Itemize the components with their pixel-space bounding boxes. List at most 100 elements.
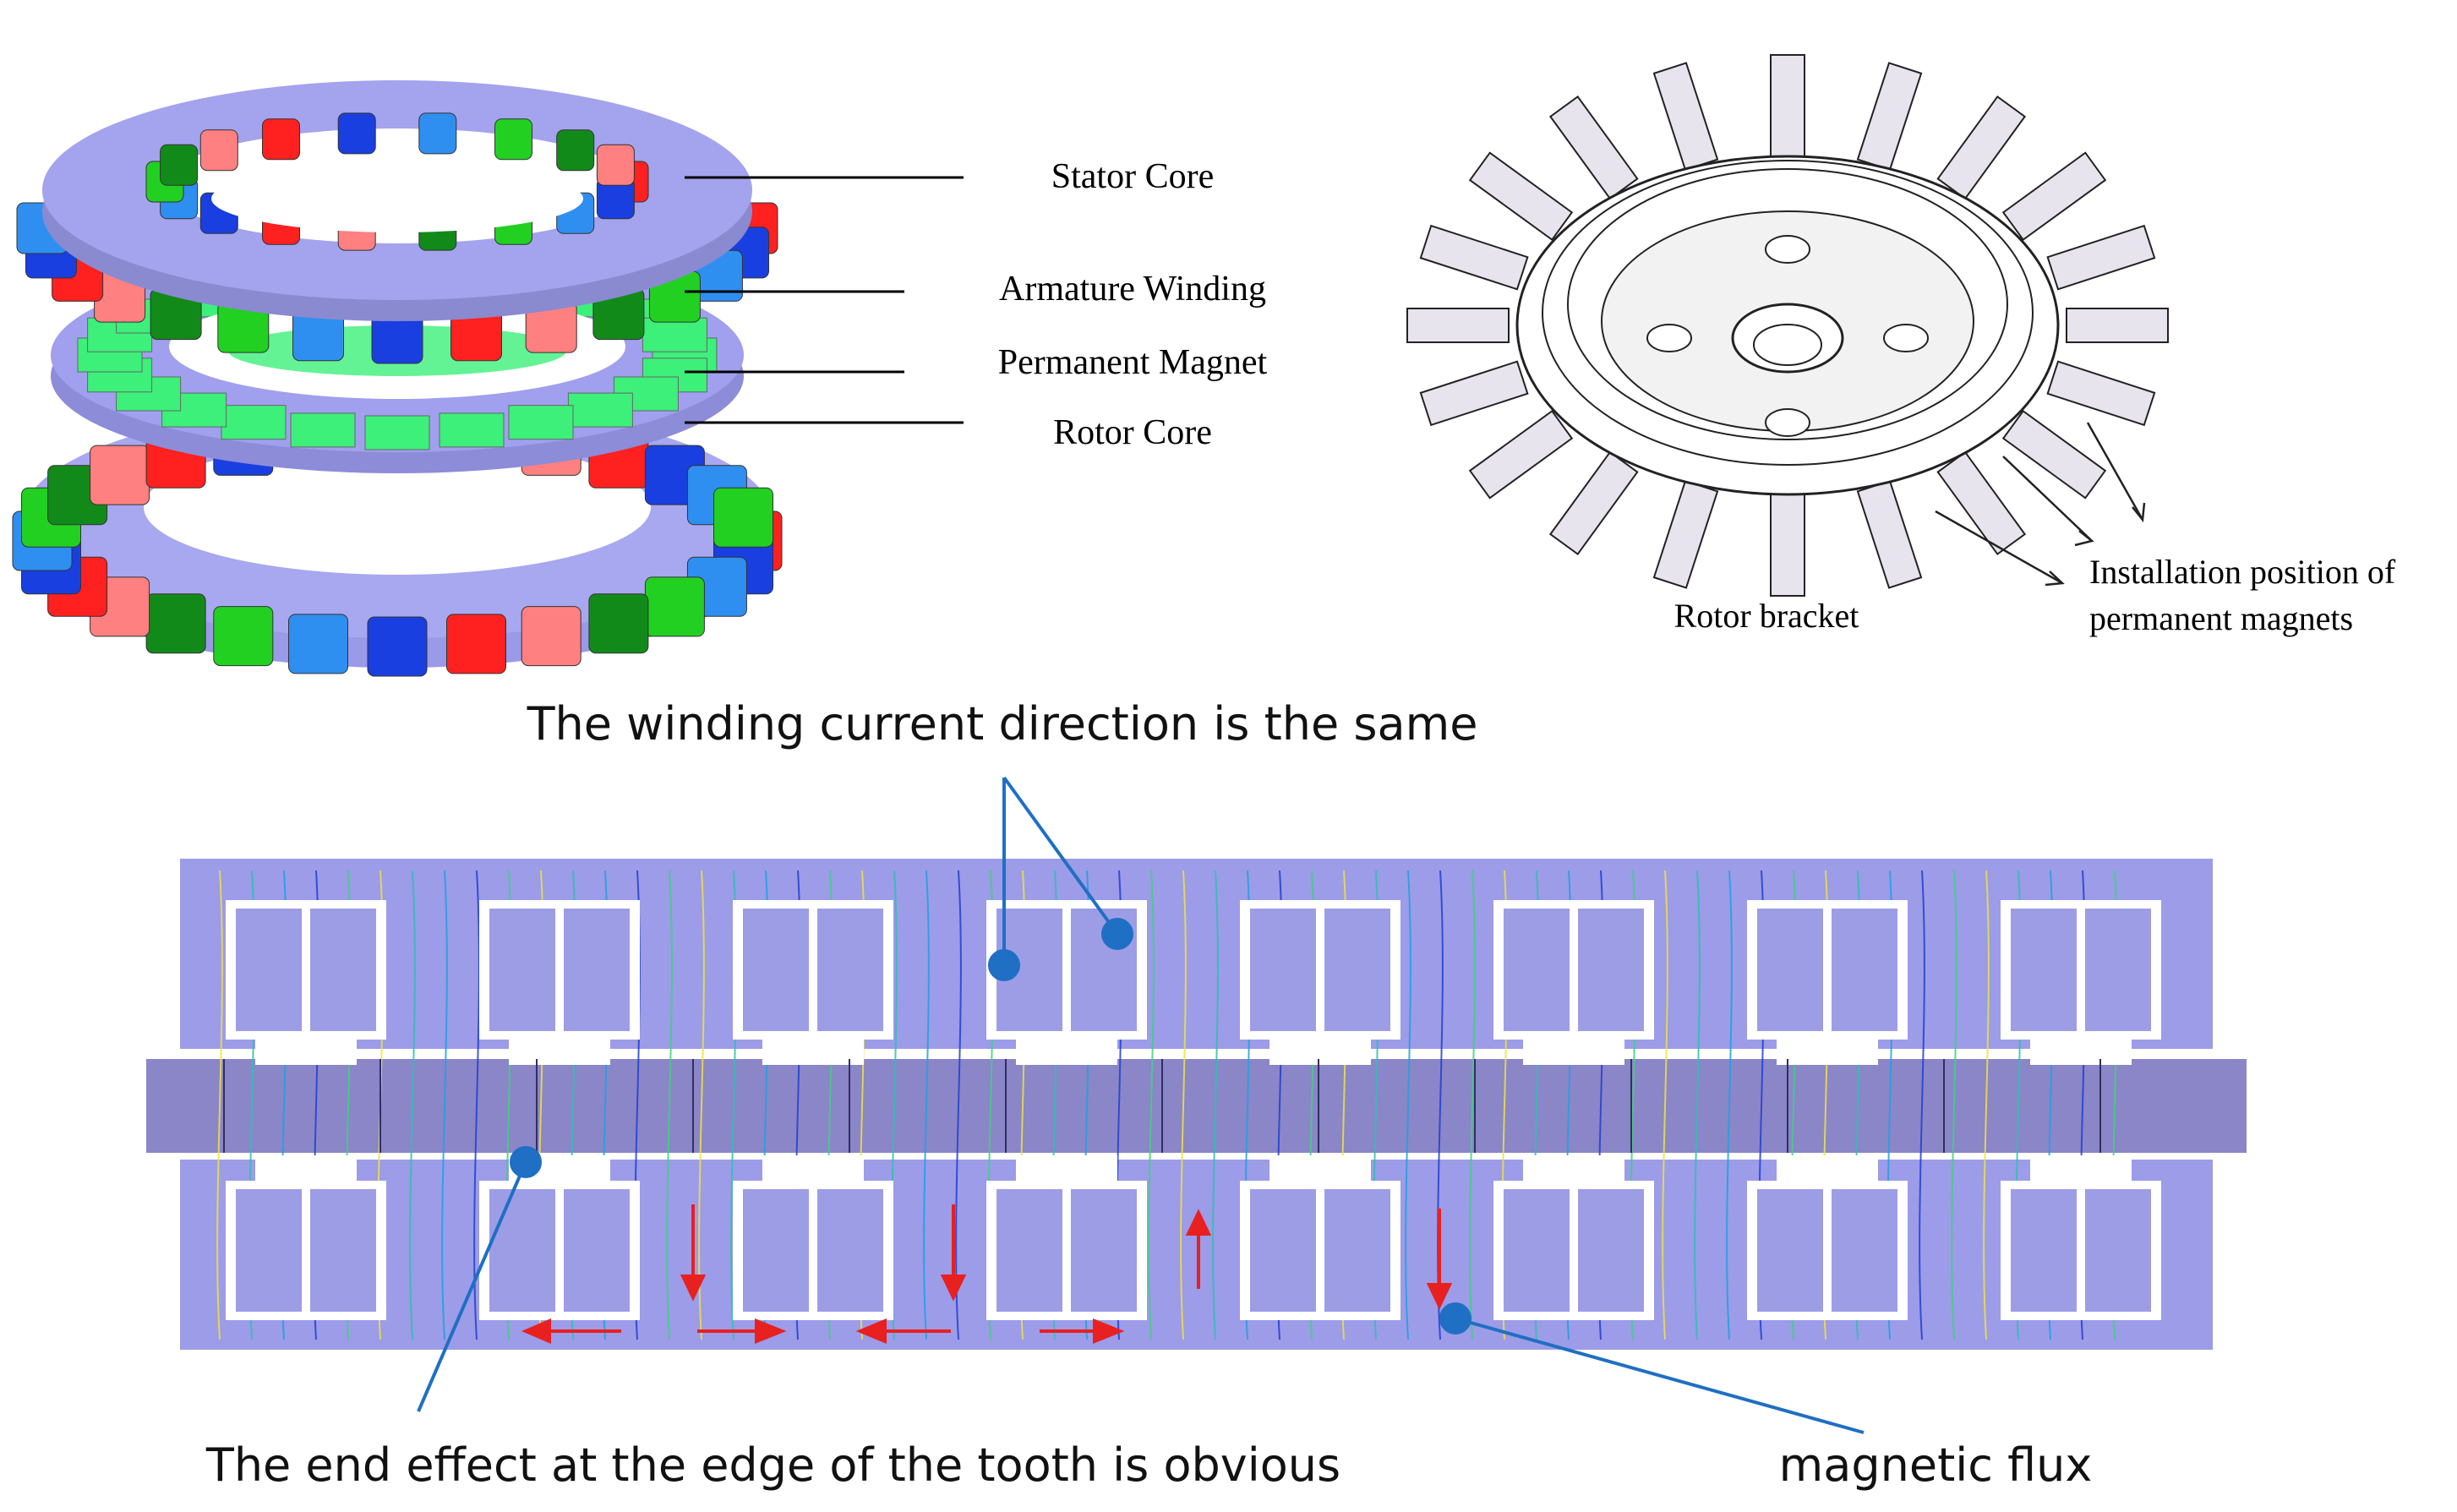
bracket-fin	[1548, 450, 1639, 555]
rotor-bracket-illustration: Rotor bracket Installation position of p…	[1406, 54, 2396, 637]
winding-coil	[213, 606, 274, 667]
armature-winding-label: Armature Winding	[999, 270, 1266, 308]
end-effect-annotation: The end effect at the edge of the tooth …	[205, 1438, 1340, 1492]
flux-line	[1148, 870, 1155, 1340]
flux-direction-arrows	[521, 1204, 1453, 1345]
installation-arrows	[1935, 422, 2146, 587]
bracket-fin	[1548, 96, 1639, 200]
coil-side	[817, 909, 883, 1031]
callout-dot	[988, 949, 1020, 981]
magnet-segment	[290, 412, 356, 448]
callout-lines	[417, 776, 1865, 1434]
coil-side	[1071, 1189, 1137, 1312]
winding-coil	[160, 144, 199, 186]
exploded-machine-illustration: Stator Core Armature Winding Permanent M…	[12, 80, 1268, 677]
bracket-fin	[2001, 151, 2107, 242]
bracket-fin	[1856, 62, 1923, 172]
coil-side	[564, 909, 630, 1031]
flux-line	[923, 870, 930, 1340]
flux-line	[1662, 870, 1668, 1340]
bolt-hole	[1883, 324, 1929, 352]
slot-opening	[762, 1040, 864, 1065]
coil-side	[817, 1189, 883, 1312]
winding-coil	[90, 445, 150, 505]
winding-coil	[199, 129, 238, 172]
coil-side	[2085, 909, 2151, 1031]
stator-core-label: Stator Core	[1051, 157, 1214, 196]
bracket-fins	[1406, 54, 2169, 597]
flux-line	[1919, 870, 1925, 1340]
flux-line	[1180, 870, 1187, 1340]
slot-opening	[509, 1040, 610, 1065]
coil-side	[1757, 909, 1823, 1031]
winding-coil	[713, 487, 773, 548]
winding-coil	[596, 144, 635, 186]
slot-opening	[1269, 1155, 1371, 1181]
bracket-fin	[1770, 494, 1805, 597]
magnet-segment	[508, 405, 574, 440]
coil-side	[743, 1189, 809, 1312]
flux-line	[1951, 870, 1957, 1340]
bracket-fin	[2066, 308, 2169, 343]
bracket-fin	[2046, 224, 2156, 291]
coil-side	[2085, 1189, 2151, 1312]
winding-coil	[644, 576, 705, 637]
bracket-fin	[1936, 96, 2027, 200]
bracket-fin	[1856, 479, 1923, 589]
rotor-segments	[223, 1059, 2101, 1153]
flux-line	[666, 870, 673, 1340]
upper-stator	[16, 80, 778, 364]
callout-dot	[1439, 1302, 1471, 1335]
bolt-hole	[1765, 408, 1810, 437]
bolt-hole	[1765, 235, 1810, 264]
slot-opening	[1269, 1040, 1371, 1065]
magnetic-flux-annotation: magnetic flux	[1779, 1438, 2093, 1492]
coil-side	[489, 909, 555, 1031]
bracket-fin	[1652, 62, 1719, 172]
bracket-fin	[1468, 409, 1574, 499]
slot-opening	[1777, 1155, 1878, 1181]
coil-side	[310, 1189, 376, 1312]
coil-side	[236, 1189, 302, 1312]
winding-coil	[446, 614, 506, 674]
winding-current-annotation: The winding current direction is the sam…	[527, 697, 1478, 751]
winding-coil	[337, 112, 376, 155]
coil-side	[1250, 909, 1316, 1031]
magnet-segment	[364, 415, 430, 450]
slot-opening	[1523, 1155, 1624, 1181]
coil-side	[1250, 1189, 1316, 1312]
bracket-fin	[1770, 54, 1805, 157]
winding-coil	[418, 112, 457, 155]
magnet-segment	[567, 392, 633, 428]
bracket-fin	[1468, 151, 1574, 242]
flux-line	[1469, 870, 1476, 1340]
bracket-fin	[1652, 479, 1719, 589]
coil-side	[1832, 1189, 1897, 1312]
coil-side	[2011, 909, 2077, 1031]
rotor-bracket-label: Rotor bracket	[1674, 597, 1859, 635]
slot-opening	[255, 1040, 357, 1065]
flux-line	[409, 870, 416, 1340]
callout-dot	[510, 1146, 542, 1178]
flux-line	[1405, 870, 1411, 1340]
slot-opening	[1016, 1155, 1117, 1181]
coil-side	[2011, 1189, 2077, 1312]
slot-opening	[2030, 1155, 2132, 1181]
coil-side	[1578, 1189, 1644, 1312]
coil-side	[1504, 1189, 1570, 1312]
flux-line	[216, 870, 223, 1340]
bolt-hole	[1646, 324, 1692, 352]
magnet-segment	[439, 412, 505, 448]
slot-opening	[762, 1155, 864, 1181]
winding-coil	[367, 616, 428, 677]
winding-coil	[521, 606, 581, 667]
slot-opening	[255, 1155, 357, 1181]
coil-side	[489, 1189, 555, 1312]
flux-line	[1694, 870, 1701, 1340]
permanent-magnet-label: Permanent Magnet	[998, 343, 1268, 382]
upper-winding-coils	[16, 202, 778, 364]
winding-coil	[262, 118, 300, 161]
magnet-segment	[221, 405, 287, 440]
slot-opening	[2030, 1040, 2132, 1065]
